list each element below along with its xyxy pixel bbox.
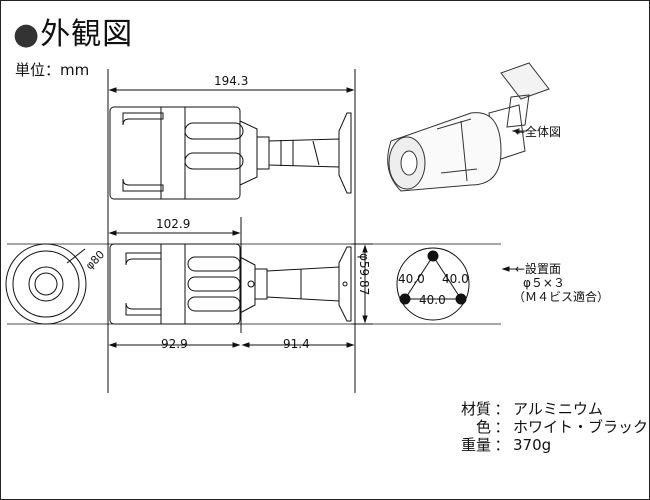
mounting-hole-label: φ５×３: [523, 276, 565, 290]
page-title-text: 外観図: [40, 17, 134, 52]
bullet-dot-icon: ●: [13, 17, 41, 52]
spec-color-key: 色: [475, 418, 491, 436]
overview-label: ←全体図: [515, 125, 562, 139]
mounting-surface-diagram: [396, 247, 470, 321]
hole-spacing-bottom: 40.0: [419, 293, 446, 307]
mount-diameter-label: φ59.87: [357, 253, 371, 296]
unit-label: 単位：mm: [15, 61, 90, 79]
mount-surface-leader: [501, 266, 517, 272]
camera-side-view: [109, 106, 352, 200]
camera-bottom-view: [109, 243, 352, 325]
spec-color-value: ホワイト・ブラック: [513, 418, 649, 436]
page-title: ●外観図: [13, 9, 133, 53]
dimension-body-length: 102.9: [156, 217, 191, 231]
spec-material-value: アルミニウム: [513, 400, 603, 418]
dimension-body-to-mid: 92.9: [161, 337, 188, 351]
hole-spacing-right: 40.0: [442, 272, 469, 286]
overall-length-dimension: [107, 69, 356, 393]
spec-weight-key: 重量: [460, 436, 491, 454]
mount-diameter-dimension: [351, 243, 373, 325]
spec-material-key: 材質: [460, 400, 491, 418]
spec-material: 材質：アルミニウム: [445, 398, 603, 419]
dimension-overall-length: 194.3: [214, 74, 249, 88]
bottom-dimensions: [108, 342, 355, 348]
dimension-mid-to-base: 91.4: [283, 337, 310, 351]
spec-weight-value: 370g: [513, 436, 552, 454]
hole-spacing-left: 40.0: [398, 272, 425, 286]
spec-weight-separator: ：: [494, 436, 510, 454]
mounting-surface-label: ←設置面: [515, 262, 562, 276]
spec-color-separator: ：: [494, 418, 510, 436]
spec-color: 色：ホワイト・ブラック: [445, 416, 648, 437]
mounting-screw-label: （Ｍ４ビス適合）: [513, 290, 610, 304]
camera-perspective-illustration: [387, 62, 550, 192]
spec-weight: 重量：370g: [445, 434, 551, 455]
spec-material-separator: ：: [494, 400, 510, 418]
camera-front-view: [5, 243, 87, 325]
body-length-dimension: [108, 217, 242, 333]
